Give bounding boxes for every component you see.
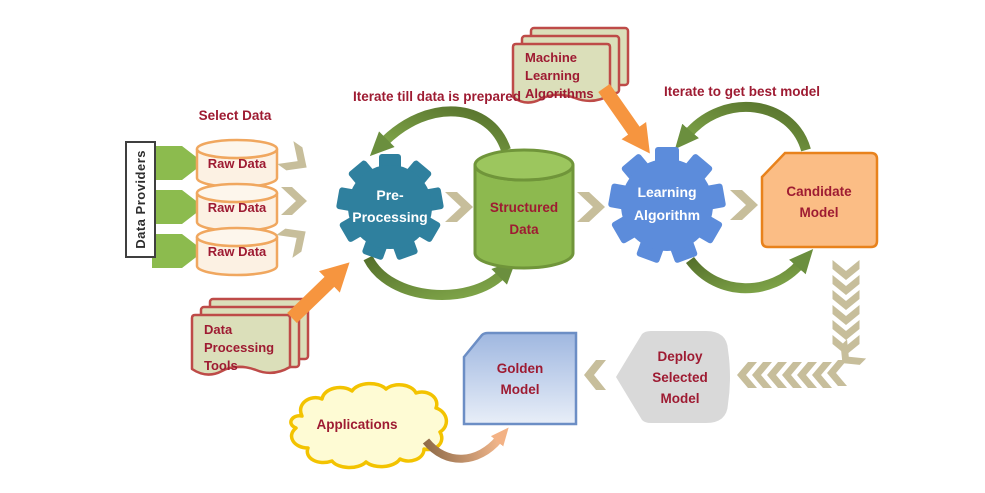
chevron-down-icon xyxy=(832,290,860,310)
chevron-left-icon xyxy=(767,362,787,388)
chevron-down-icon xyxy=(832,305,860,325)
raw-data-label-2: Raw Data xyxy=(207,200,267,215)
chevron-right-icon xyxy=(276,228,306,258)
raw-data-chevrons xyxy=(276,141,307,258)
chevron-right-icon xyxy=(577,192,605,222)
golden-model-label: Golden Model xyxy=(496,361,544,397)
iterate-data-label: Iterate till data is prepared xyxy=(352,89,522,104)
chevron-left-icon xyxy=(752,362,772,388)
data-processing-tools-docs xyxy=(190,297,310,376)
learning-algorithm-label: Learning Algorithm xyxy=(633,184,701,223)
chevron-down-left-icon xyxy=(840,339,867,365)
data-processing-tools-label: Data Processing Tools xyxy=(204,322,275,373)
deploy-selected-model-label: Deploy Selected Model xyxy=(652,349,708,406)
iterate-model-arc-bottom xyxy=(685,248,814,294)
chevron-right-icon xyxy=(730,190,758,220)
ml-algorithms-docs xyxy=(511,26,630,104)
applications-to-golden-arrow xyxy=(422,427,509,463)
chevron-right-icon xyxy=(445,192,473,222)
chevron-right-icon xyxy=(281,187,307,215)
ml-algorithms-label: Machine Learning Algorithms xyxy=(525,50,594,101)
iterate-model-label: Iterate to get best model xyxy=(663,84,821,99)
chevron-left-icon xyxy=(797,362,817,388)
data-providers-label: Data Providers xyxy=(133,150,148,249)
tools-to-preprocessing-arrow xyxy=(287,262,350,324)
chevron-left-icon xyxy=(827,360,847,386)
pre-processing-gear xyxy=(336,154,444,260)
applications-cloud xyxy=(289,381,449,470)
iterate-data-arc-bottom xyxy=(363,255,517,300)
pre-processing-label: Pre- Processing xyxy=(352,187,428,225)
chevron-down-icon xyxy=(832,260,860,280)
chevron-right-icon xyxy=(277,141,307,171)
structured-data-label: Structured Data xyxy=(489,200,559,237)
golden-model-box xyxy=(462,331,578,426)
candidate-model-box xyxy=(760,151,879,249)
raw-data-cylinder-1 xyxy=(195,138,279,189)
raw-data-label-3: Raw Data xyxy=(207,244,267,259)
raw-data-cylinder-3 xyxy=(195,226,279,277)
select-data-arrows xyxy=(152,146,204,268)
raw-data-label-1: Raw Data xyxy=(207,156,267,171)
chevron-left-icon xyxy=(812,362,832,388)
data-providers-box: Data Providers xyxy=(125,141,156,258)
algorithms-to-learning-arrow xyxy=(598,83,650,154)
chevron-down-icon xyxy=(832,275,860,295)
select-data-arrow-2 xyxy=(152,190,204,224)
candidate-model-label: Candidate Model xyxy=(786,184,852,220)
select-data-label: Select Data xyxy=(198,108,272,123)
iterate-data-arc-top xyxy=(369,106,511,157)
structured-data-cylinder xyxy=(473,148,575,270)
select-data-arrow-1 xyxy=(152,146,204,180)
applications-label: Applications xyxy=(316,417,398,432)
chevron-left-icon xyxy=(737,362,757,388)
candidate-to-deploy-chevron-flow xyxy=(737,260,867,388)
deploy-model-shape xyxy=(616,331,730,423)
raw-data-cylinders xyxy=(195,138,279,277)
deploy-to-golden-chevron xyxy=(584,360,606,390)
select-data-arrow-3 xyxy=(152,234,204,268)
chevron-left-icon xyxy=(782,362,802,388)
chevron-down-icon xyxy=(832,320,860,340)
iterate-model-arc-top xyxy=(674,101,811,152)
learning-algorithm-gear xyxy=(608,147,726,263)
